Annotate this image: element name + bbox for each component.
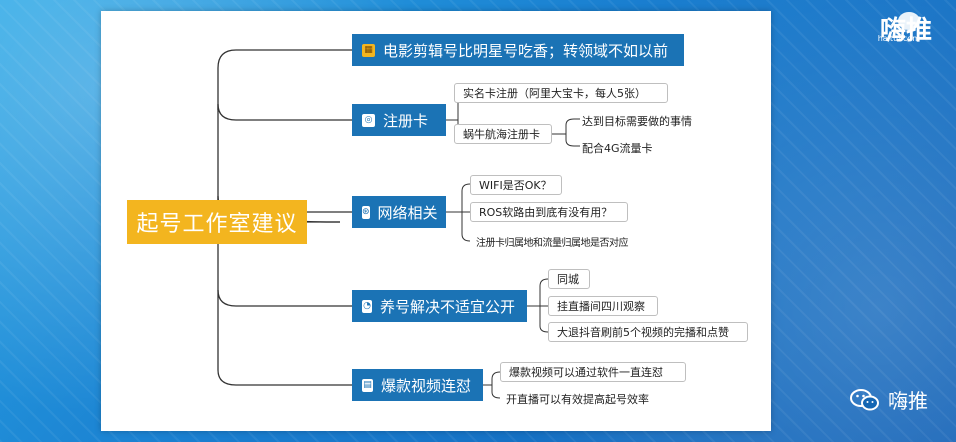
- film-icon: ▦: [362, 43, 375, 57]
- leaf-goal-steps: 达到目标需要做的事情: [582, 115, 692, 128]
- wechat-watermark: 嗨推: [850, 385, 928, 414]
- branch-label: 网络相关: [377, 203, 438, 222]
- leaf-realname-card: 实名卡注册（阿里大宝卡，每人5张）: [454, 83, 668, 103]
- chat-bubble-icon: [898, 12, 920, 30]
- leaf-snail-card: 蜗牛航海注册卡: [454, 124, 552, 144]
- root-node: 起号工作室建议: [127, 200, 307, 244]
- branch-label: 注册卡: [383, 111, 429, 130]
- card-icon: ◎: [362, 113, 375, 127]
- doc-icon: ▤: [362, 378, 373, 392]
- leaf-live-room: 挂直播间四川观察: [548, 296, 658, 316]
- leaf-4g-card: 配合4G流量卡: [582, 142, 653, 155]
- network-icon: ⊛: [362, 205, 370, 219]
- branch-viral-video: ▤ 爆款视频连怼: [352, 369, 483, 401]
- branch-account-nurturing: ◔ 养号解决不适宜公开: [352, 290, 527, 322]
- pie-icon: ◔: [362, 299, 372, 313]
- leaf-video-completion: 大退抖音刷前5个视频的完播和点赞: [548, 322, 748, 342]
- leaf-live-efficiency: 开直播可以有效提高起号效率: [506, 393, 649, 406]
- branch-card: ◎ 注册卡: [352, 104, 446, 136]
- branch-network: ⊛ 网络相关: [352, 196, 446, 228]
- leaf-ros-router: ROS软路由到底有没有用？: [470, 202, 628, 222]
- leaf-wifi: WIFI是否OK？: [470, 175, 562, 195]
- brand-subtitle: haitui.com: [877, 34, 920, 43]
- brand-logo: 嗨推: [879, 16, 932, 46]
- wechat-icon: [850, 388, 879, 410]
- branch-film: ▦ 电影剪辑号比明星号吃香；转领域不如以前: [352, 34, 684, 66]
- leaf-location-match: 注册卡归属地和流量归属地是否对应: [476, 238, 629, 249]
- branch-label: 爆款视频连怼: [380, 376, 471, 395]
- branch-label: 养号解决不适宜公开: [379, 297, 515, 316]
- watermark-text: 嗨推: [888, 389, 928, 413]
- branch-label: 电影剪辑号比明星号吃香；转领域不如以前: [383, 41, 669, 60]
- leaf-same-city: 同城: [548, 269, 590, 289]
- leaf-software-repost: 爆款视频可以通过软件一直连怼: [500, 362, 686, 382]
